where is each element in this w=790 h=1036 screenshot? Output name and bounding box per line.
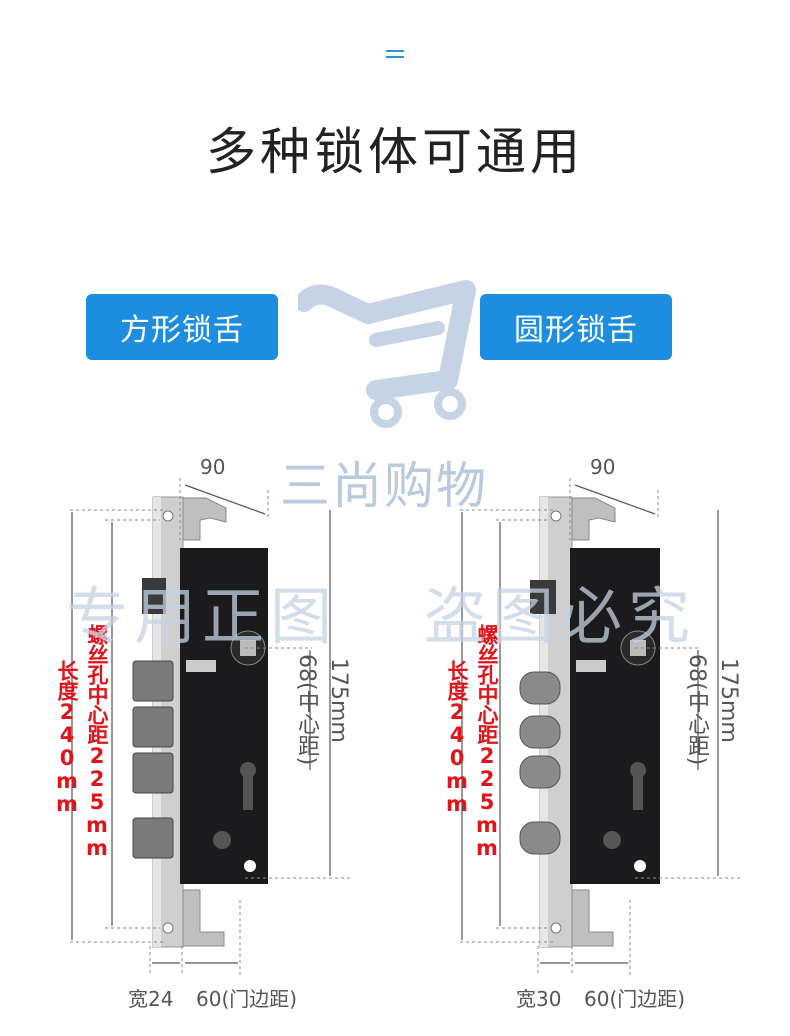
left-length-label: 长度240mm [55, 660, 79, 815]
left-height-label: 175mm [326, 658, 351, 743]
right-center-label: 68(中心距) [684, 654, 709, 766]
left-door-edge: 60(门边距) [196, 987, 298, 1011]
left-width-top: 90 [200, 455, 226, 479]
right-screw-label: 螺丝孔中心距225mm [475, 624, 499, 859]
right-width-bottom: 宽30 [516, 987, 562, 1011]
left-center-label: 68(中心距) [294, 654, 319, 766]
brand-watermark: 三尚购物 [280, 457, 488, 515]
right-door-edge: 60(门边距) [584, 987, 686, 1011]
right-height-label: 175mm [716, 658, 741, 743]
accent-divider-icon [386, 50, 404, 62]
right-length-label: 长度240mm [445, 660, 469, 815]
left-screw-label: 螺丝孔中心距225mm [85, 624, 109, 859]
cart-watermark-icon [298, 280, 476, 428]
watermark-right: 盗图必究 [424, 580, 697, 653]
lock-body [180, 548, 268, 884]
right-width-top: 90 [590, 455, 616, 479]
left-width-bottom: 宽24 [128, 987, 174, 1011]
round-bolt-option[interactable]: 圆形锁舌 [480, 294, 672, 360]
watermark-left: 专用正图 [66, 580, 339, 653]
square-bolt-option[interactable]: 方形锁舌 [86, 294, 278, 360]
page-title: 多种锁体可通用 [206, 123, 584, 181]
